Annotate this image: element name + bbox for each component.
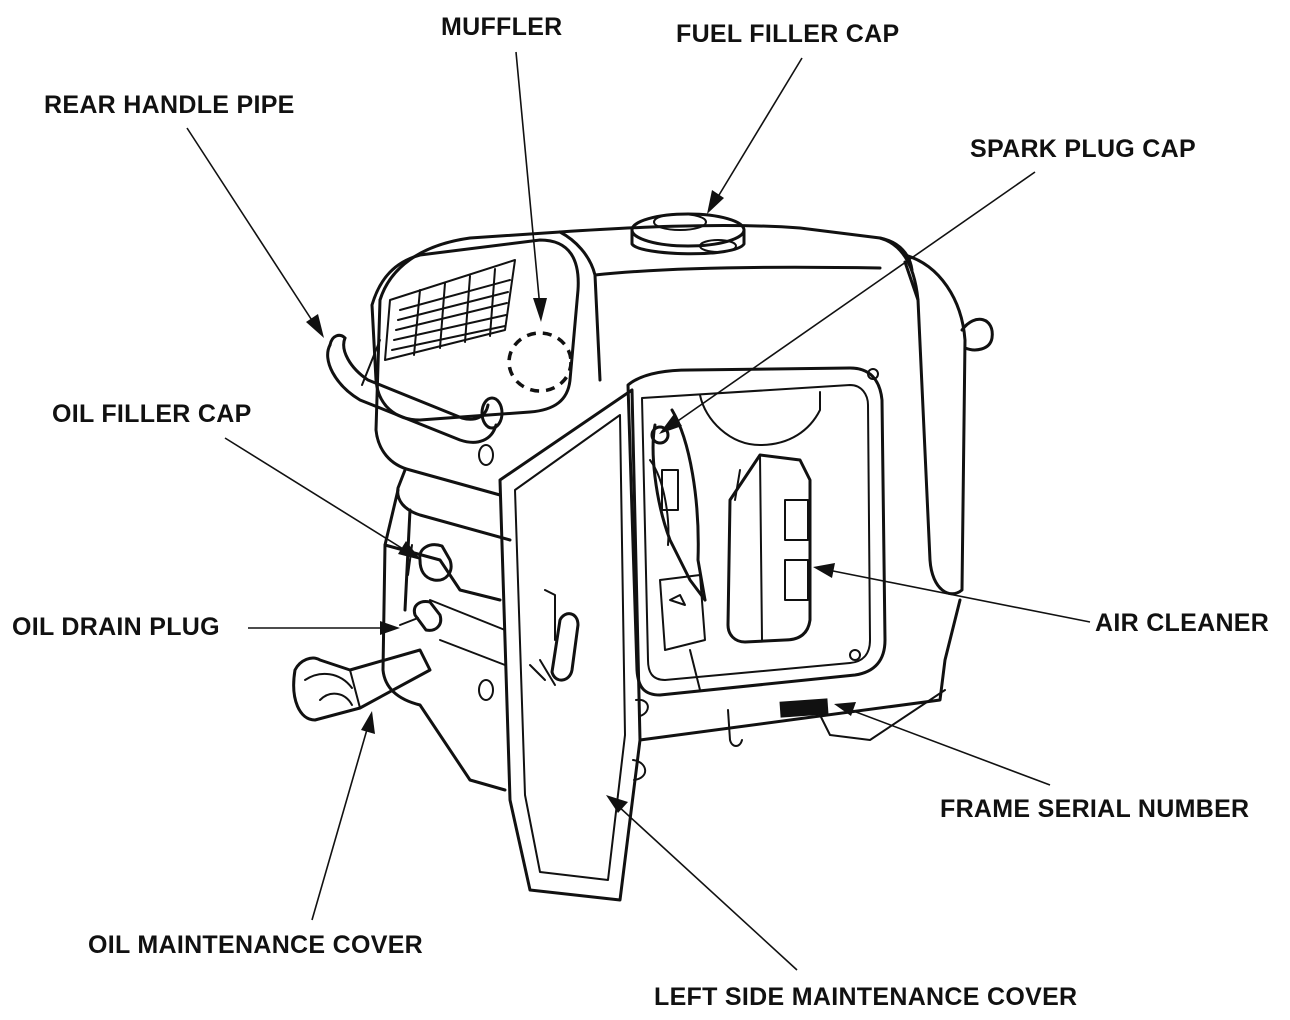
fuel-filler-cap: [630, 212, 746, 256]
arrowhead-air-cleaner: [813, 563, 835, 578]
muffler-grill: [370, 238, 580, 422]
leader-oil-maintenance-cover: [311, 725, 369, 921]
arrowhead-spark-plug-cap: [659, 414, 682, 434]
arrowhead-oil-drain-plug: [380, 621, 400, 635]
oil-maintenance-area: [292, 543, 453, 722]
label-oil-drain-plug: OIL DRAIN PLUG: [12, 613, 220, 641]
label-spark-plug-cap: SPARK PLUG CAP: [970, 135, 1196, 163]
label-oil-filler-cap: OIL FILLER CAP: [52, 400, 252, 428]
arrowhead-left-side-maintenance-cover: [606, 795, 628, 813]
bottom-fastener: [727, 709, 743, 747]
label-oil-maintenance-cover: OIL MAINTENANCE COVER: [88, 931, 424, 959]
arrowhead-frame-serial-number: [834, 702, 856, 716]
leader-air-cleaner: [827, 569, 1091, 623]
label-left-side-maintenance-cover: LEFT SIDE MAINTENANCE COVER: [654, 983, 1078, 1011]
rear-handle-pipe: [326, 333, 504, 444]
label-rear-handle-pipe: REAR HANDLE PIPE: [44, 91, 295, 119]
arrowhead-muffler: [533, 298, 547, 322]
left-side-cover-door: [498, 388, 649, 902]
generator-housing: [374, 223, 994, 792]
leader-rear-handle-pipe: [186, 127, 316, 326]
leader-frame-serial-number: [847, 708, 1051, 786]
label-air-cleaner: AIR CLEANER: [1095, 609, 1270, 637]
arrowhead-rear-handle-pipe: [306, 314, 324, 338]
label-muffler: MUFFLER: [441, 13, 563, 41]
frame-serial-plate: [779, 698, 829, 718]
leader-lines: [186, 51, 1091, 971]
engine-bay: [626, 366, 887, 697]
leader-oil-filler-cap: [224, 437, 409, 553]
leader-spark-plug-cap: [671, 171, 1036, 426]
label-fuel-filler-cap: FUEL FILLER CAP: [676, 20, 900, 48]
leader-fuel-filler-cap: [715, 57, 803, 201]
leader-muffler: [515, 51, 541, 309]
leader-left-side-maintenance-cover: [616, 804, 798, 971]
label-frame-serial-number: FRAME SERIAL NUMBER: [940, 795, 1250, 823]
arrowhead-oil-maintenance-cover: [361, 711, 375, 734]
arrowhead-oil-filler-cap: [398, 541, 421, 560]
muffler-location-marker: [507, 331, 573, 393]
arrowhead-fuel-filler-cap: [707, 190, 724, 214]
